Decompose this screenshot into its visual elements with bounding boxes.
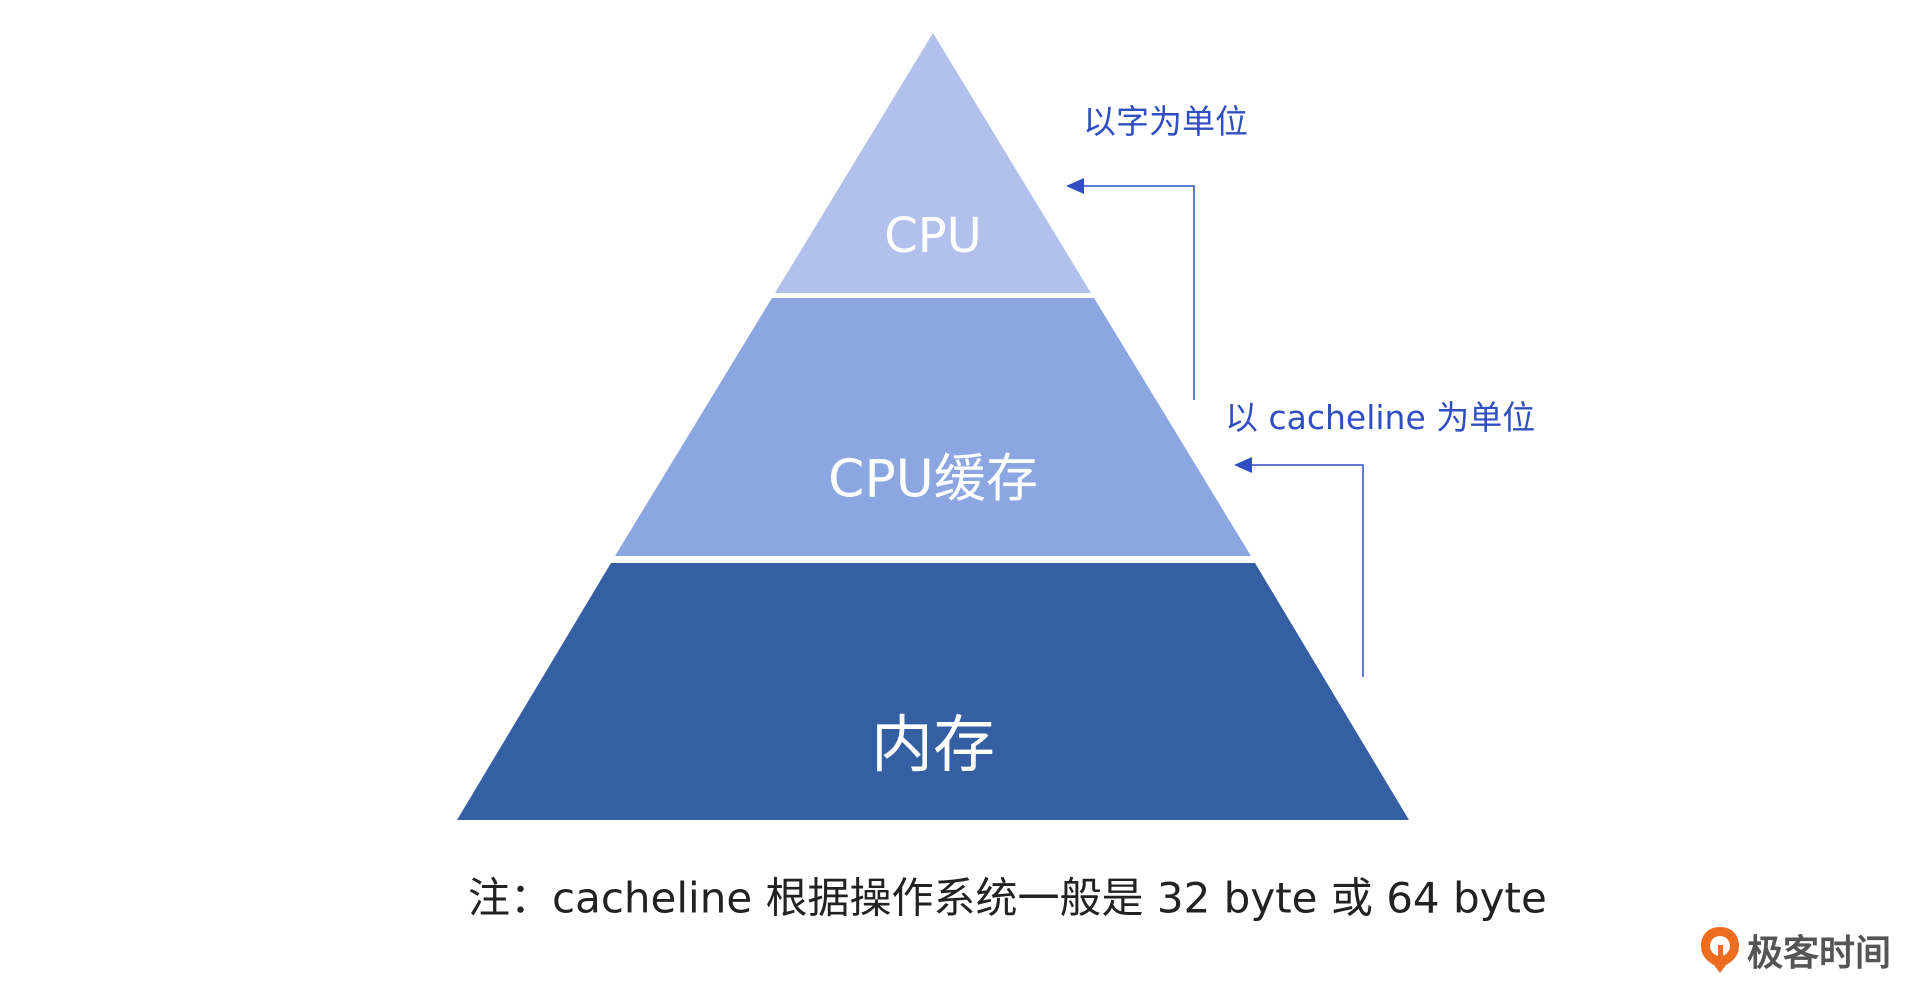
arrowhead-icon <box>1066 178 1084 194</box>
footnote: 注：cacheline 根据操作系统一般是 32 byte 或 64 byte <box>468 873 1547 923</box>
arrow-word-unit <box>1080 185 1195 400</box>
logo-icon <box>1701 927 1739 973</box>
logo-text: 极客时间 <box>1747 933 1892 974</box>
annotation-cacheline-unit: 以 cacheline 为单位 <box>1225 398 1536 437</box>
layer-label-cpu: CPU <box>884 208 982 264</box>
layer-label-memory: 内存 <box>870 708 996 781</box>
layer-cpu <box>775 33 1091 293</box>
layer-memory <box>457 563 1409 820</box>
layer-label-cpu-cache: CPU缓存 <box>828 449 1038 510</box>
logo: 极客时间 <box>1699 924 1891 976</box>
annotation-word-unit: 以字为单位 <box>1083 102 1248 141</box>
arrowhead-icon <box>1234 457 1252 473</box>
layer-cpu-cache <box>615 298 1251 556</box>
arrow-cacheline-unit <box>1248 464 1364 677</box>
